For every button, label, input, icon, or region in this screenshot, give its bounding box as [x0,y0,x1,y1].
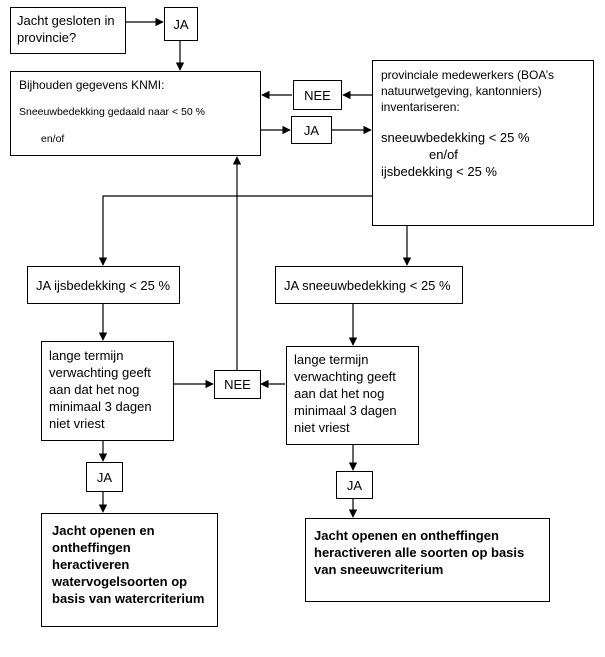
result-right-text: Jacht openen en ontheffingen heractivere… [314,528,525,577]
result-left-text: Jacht openen en ontheffingen heractivere… [52,523,205,606]
ja-snow-box: JA sneeuwbedekking < 25 % [275,266,463,304]
ja-bottom-left-label: JA [96,469,113,485]
knmi-box: Bijhouden gegevens KNMI: Sneeuwbedekking… [10,71,261,156]
ja-bottom-left-box: JA [86,462,123,492]
criterion-andor: en/of [429,147,458,162]
ja-top-box: JA [164,7,198,41]
ja-mid-box: JA [291,116,332,144]
ja-mid-label: JA [303,122,320,138]
start-question-text: Jacht gesloten in provincie? [17,13,115,45]
ja-ice-label: JA ijsbedekking < 25 % [36,278,171,293]
nee-mid-box: NEE [214,370,261,399]
criterion-ice: ijsbedekking < 25 % [381,164,497,179]
ja-bottom-right-label: JA [346,477,363,493]
forecast-right-text: lange termijn verwachting geeft aan dat … [294,352,397,435]
knmi-title: Bijhouden gegevens KNMI: [19,78,165,92]
nee-mid-label: NEE [224,377,251,392]
provincial-inventory-box: provinciale medewerkers (BOA’s natuurwet… [372,60,594,226]
result-right-box: Jacht openen en ontheffingen heractivere… [305,518,550,602]
nee-top-label: NEE [304,87,331,103]
arrow-prov-to-ijs [98,195,372,266]
forecast-right-box: lange termijn verwachting geeft aan dat … [286,346,419,445]
criterion-snow: sneeuwbedekking < 25 % [381,130,530,145]
ja-ice-box: JA ijsbedekking < 25 % [27,266,180,304]
result-left-box: Jacht openen en ontheffingen heractivere… [41,513,218,627]
knmi-line2: en/of [41,133,65,145]
ja-snow-label: JA sneeuwbedekking < 25 % [284,278,451,293]
nee-top-box: NEE [293,80,342,110]
ja-top-label: JA [173,16,189,32]
provincial-intro: provinciale medewerkers (BOA’s natuurwet… [381,68,554,114]
start-question-box: Jacht gesloten in provincie? [10,7,126,54]
forecast-left-box: lange termijn verwachting geeft aan dat … [41,341,174,441]
forecast-left-text: lange termijn verwachting geeft aan dat … [49,348,152,431]
knmi-line1: Sneeuwbedekking gedaald naar < 50 % [19,106,205,118]
ja-bottom-right-box: JA [336,471,373,499]
